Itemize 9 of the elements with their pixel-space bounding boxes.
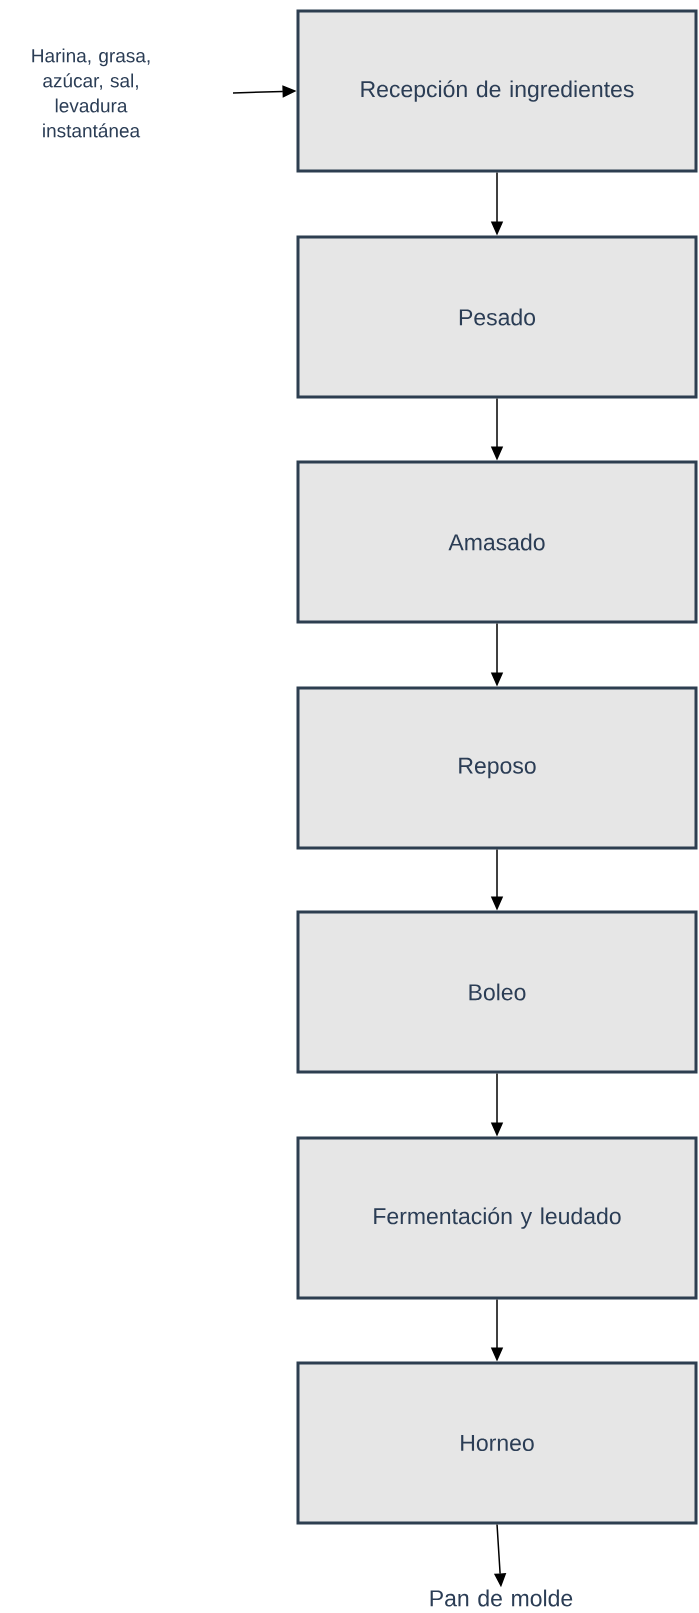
process-box: Pesado	[296, 235, 698, 399]
process-box: Amasado	[296, 460, 698, 624]
process-box: Recepción de ingredientes	[296, 9, 698, 173]
process-box: Reposo	[296, 686, 698, 850]
process-box: Fermentación y leudado	[296, 1136, 698, 1300]
process-box: Horneo	[296, 1361, 698, 1525]
input-label: Harina, grasa, azúcar, sal, levadura instantánea	[32, 48, 150, 138]
process-box: Boleo	[296, 910, 698, 1074]
output-label: Pan de molde	[430, 1589, 573, 1607]
